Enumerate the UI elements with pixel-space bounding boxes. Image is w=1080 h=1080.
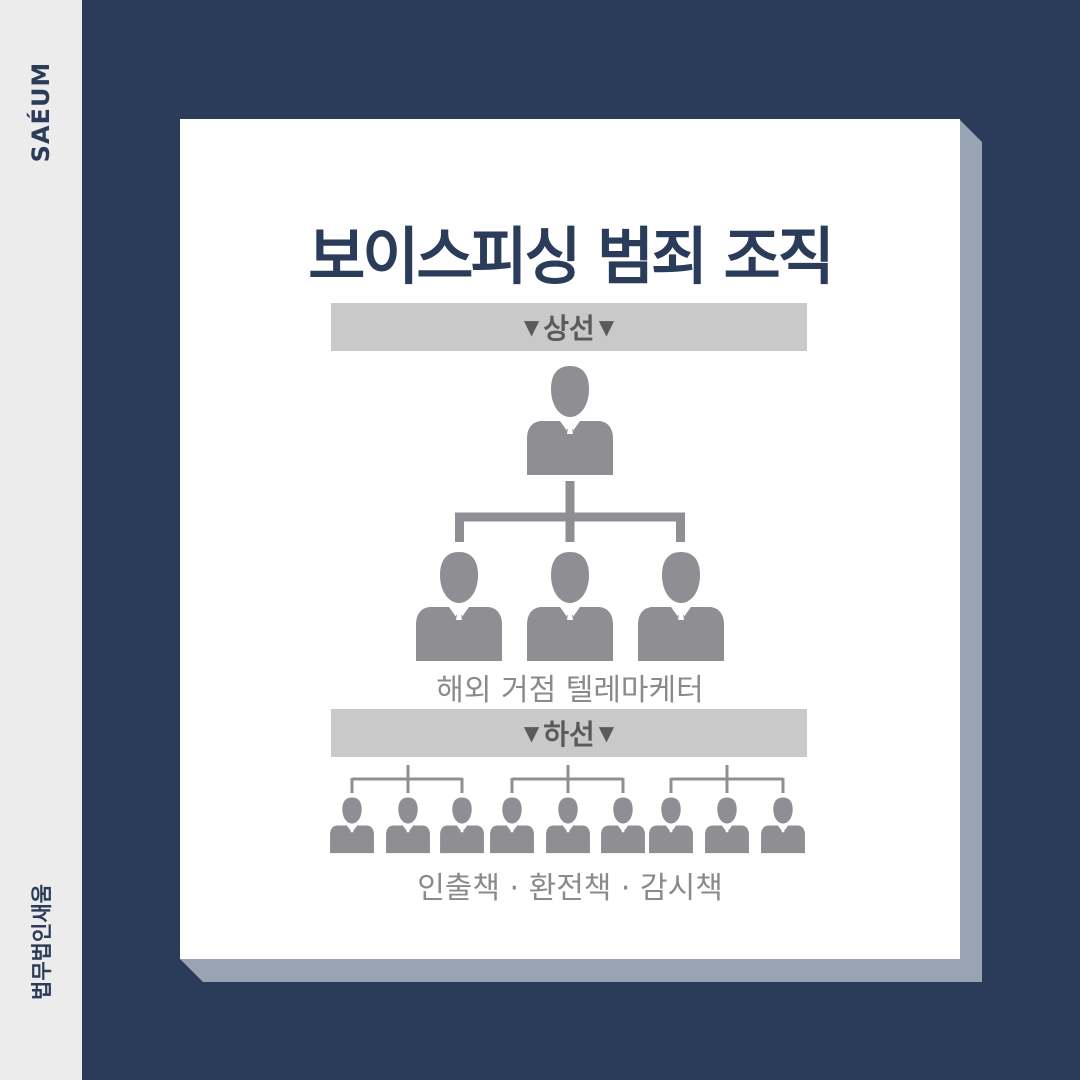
lower-figure-icon-8	[705, 797, 749, 854]
lower-figure-icon-3	[440, 797, 484, 854]
telemarketer-figure-icon-2	[527, 552, 613, 661]
telemarketer-figure-icon-3	[638, 552, 724, 661]
lower-figure-icon-1	[330, 797, 374, 854]
triangle-down-icon: ▼	[598, 721, 615, 745]
org-chart	[330, 366, 805, 854]
brand-korean-logo: 법무법인새움	[30, 884, 54, 1000]
brand-english-logo: SAÉUM	[27, 61, 55, 163]
lower-figure-icon-2	[386, 797, 430, 854]
triangle-down-icon: ▼	[598, 315, 615, 339]
lower-figure-icon-7	[649, 797, 693, 854]
boss-figure-icon	[527, 366, 613, 475]
page-title: 보이스피싱 범죄 조직	[308, 220, 835, 293]
lower-figure-icon-9	[761, 797, 805, 854]
upper-tier-label: 상선	[543, 312, 595, 345]
lower-figure-icon-5	[546, 797, 590, 854]
middle-tier-caption: 해외 거점 텔레마케터	[436, 673, 704, 708]
infographic-card: 보이스피싱 범죄 조직 ▼ 상선 ▼ 해외 거점 텔레마케터 ▼ 하선 ▼ 인출…	[180, 119, 960, 959]
triangle-down-icon: ▼	[523, 721, 540, 745]
lower-figure-icon-4	[490, 797, 534, 854]
lower-figure-icon-6	[601, 797, 645, 854]
lower-tier-band: ▼ 하선 ▼	[331, 709, 807, 757]
upper-tier-band: ▼ 상선 ▼	[331, 303, 807, 351]
side-strip: SAÉUM 법무법인새움	[0, 0, 82, 1080]
telemarketer-figure-icon-1	[416, 552, 502, 661]
lower-tier-label: 하선	[543, 718, 595, 751]
triangle-down-icon: ▼	[523, 315, 540, 339]
lower-tier-caption: 인출책 · 환전책 · 감시책	[417, 871, 723, 906]
